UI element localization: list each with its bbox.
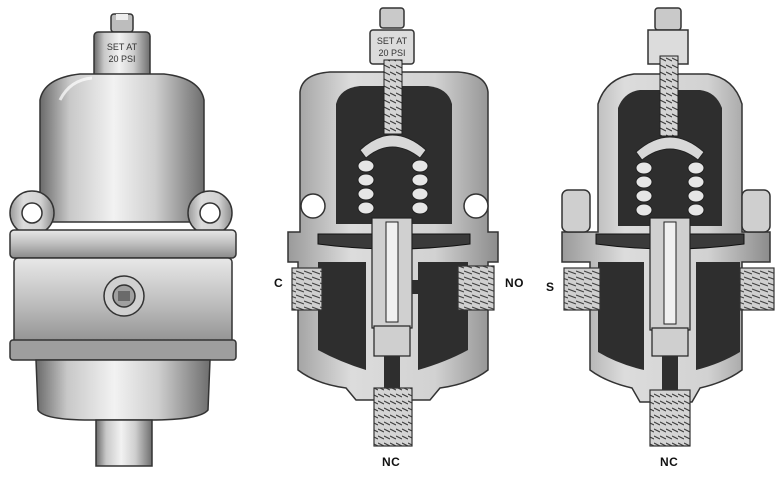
port-c-threads [291,267,323,311]
section-view-a: SET AT 20 PSI [287,7,499,447]
port-no-threads [457,265,495,311]
adjusting-screw [379,7,405,29]
port-label-nc: NC [660,455,679,469]
outlet-passage [696,262,740,370]
spring-button [635,136,705,161]
port-s-threads [563,267,601,311]
range-spring [635,161,705,217]
adjusting-stem [383,59,403,135]
diaphragm-flange [9,229,237,259]
lower-body [35,359,211,421]
nameplate-line-2: 20 PSI [378,48,405,58]
lug-hole [300,193,326,219]
inlet-passage [598,262,644,370]
port-nc-threads [373,387,413,447]
lug-hole [463,193,489,219]
port-label-no: NO [505,276,524,290]
bottom-port [95,419,153,467]
adjusting-screw [654,7,682,31]
nameplate-line-1: SET AT [377,36,408,46]
section-view-b [561,7,775,447]
port-label-s: S [546,280,555,294]
nameplate-line-2: 20 PSI [108,54,135,64]
valve-seat [373,325,411,357]
port-label-nc: NC [382,455,401,469]
port-nc-threads [649,389,691,447]
inlet-passage [318,262,366,370]
range-spring [357,159,429,215]
bonnet [39,73,205,223]
right-port-threads [739,267,775,311]
port-label-c: C [274,276,284,290]
exterior-view: SET AT 20 PSI [9,13,237,467]
nameplate-line-1: SET AT [107,42,138,52]
valve-seat [651,327,689,357]
spring-button [359,134,427,159]
adjusting-stem [659,55,679,137]
